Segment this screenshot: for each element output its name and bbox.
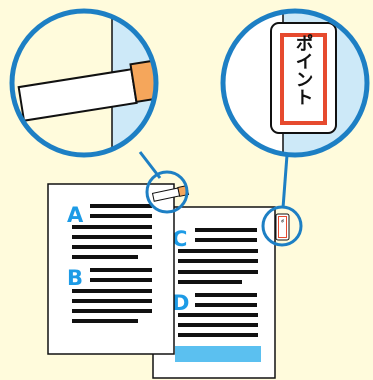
index-tab-small: ポ [276,214,289,240]
section-label-b: B [67,266,83,290]
zoom-circle-index-tab: ポイント [223,0,373,170]
section-label-a: A [67,203,84,227]
zoom-connector-right [283,155,287,208]
zoom-circle-sticky-note [12,0,192,170]
svg-text:ポ: ポ [281,218,284,223]
index-tab-large: ポイント [271,23,336,133]
index-tab-label: ポイント [293,33,314,106]
highlight-bar [175,346,261,362]
